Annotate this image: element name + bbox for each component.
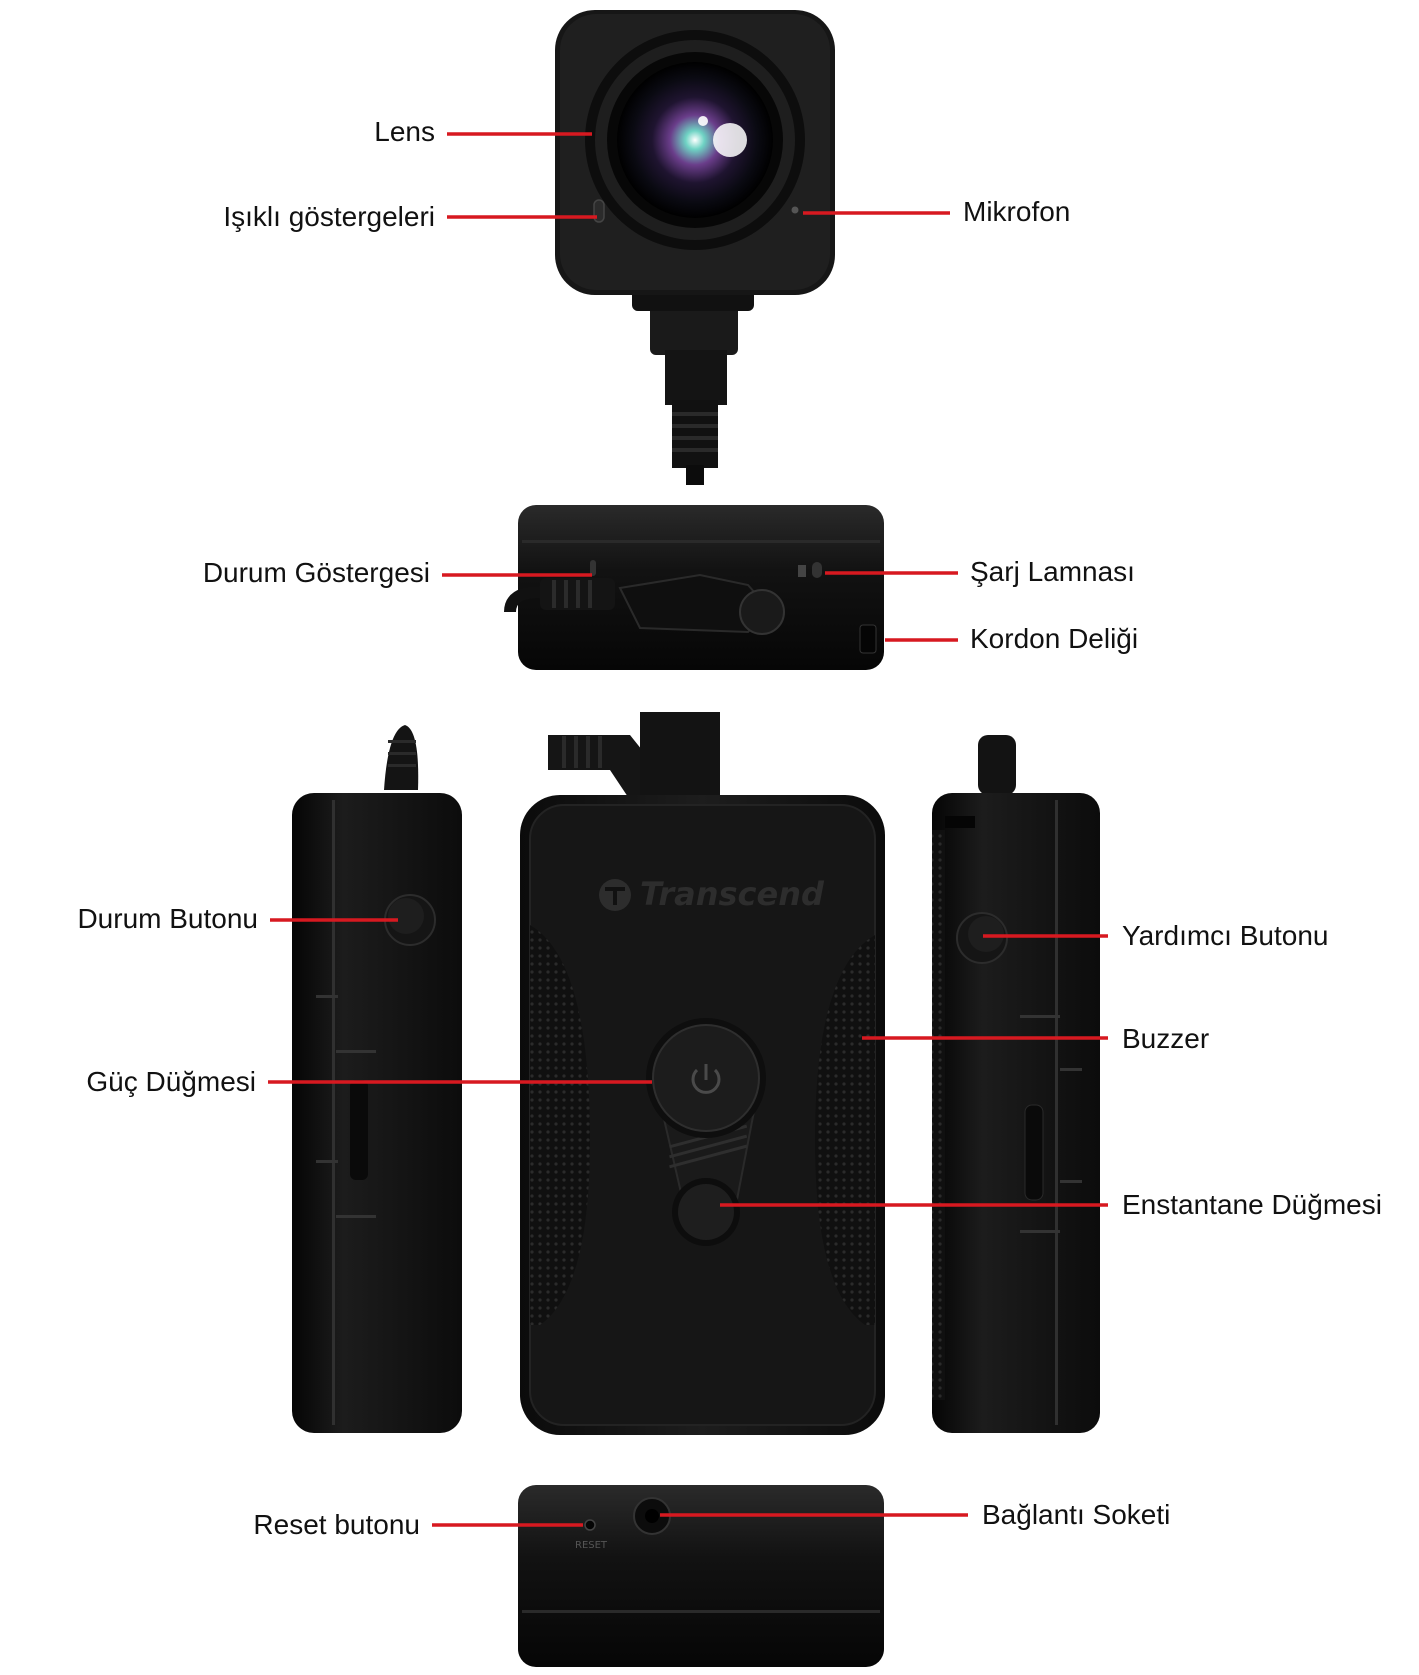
label-connection-socket: Bağlantı Soketi bbox=[982, 1499, 1171, 1530]
reset-hole-icon bbox=[584, 1519, 596, 1531]
camera-head bbox=[555, 10, 835, 485]
label-assist-button: Yardımcı Butonu bbox=[1122, 920, 1329, 951]
bottom-view-device: RESET bbox=[518, 1485, 884, 1667]
charge-led-icon bbox=[812, 562, 822, 578]
label-lanyard-hole: Kordon Deliği bbox=[970, 623, 1139, 654]
label-reset-button: Reset butonu bbox=[253, 1509, 420, 1540]
leader-lines bbox=[268, 132, 1108, 1527]
label-charge-light: Şarj Lamnası bbox=[970, 556, 1135, 587]
label-status-button: Durum Butonu bbox=[77, 903, 258, 934]
power-icon bbox=[691, 1064, 721, 1094]
left-side-device bbox=[292, 725, 462, 1433]
label-snapshot-button: Enstantane Düğmesi bbox=[1122, 1189, 1382, 1220]
label-lens: Lens bbox=[374, 116, 435, 147]
transcend-logo-icon bbox=[599, 879, 631, 911]
brand-logo-text: Transcend bbox=[640, 875, 825, 913]
top-view-device bbox=[504, 505, 884, 670]
label-indicator-lights: Işıklı göstergeleri bbox=[223, 201, 435, 232]
label-microphone: Mikrofon bbox=[963, 196, 1071, 227]
lanyard-hole-icon bbox=[859, 624, 877, 654]
microphone-hole-icon bbox=[791, 206, 799, 214]
right-side-device bbox=[932, 735, 1100, 1433]
label-status-indicator: Durum Göstergesi bbox=[202, 557, 430, 588]
label-power-button: Güç Düğmesi bbox=[86, 1066, 256, 1097]
status-led-icon bbox=[590, 560, 596, 576]
label-buzzer: Buzzer bbox=[1122, 1023, 1210, 1054]
front-device: Transcend bbox=[520, 712, 885, 1435]
reset-imprint: RESET bbox=[575, 1540, 608, 1551]
